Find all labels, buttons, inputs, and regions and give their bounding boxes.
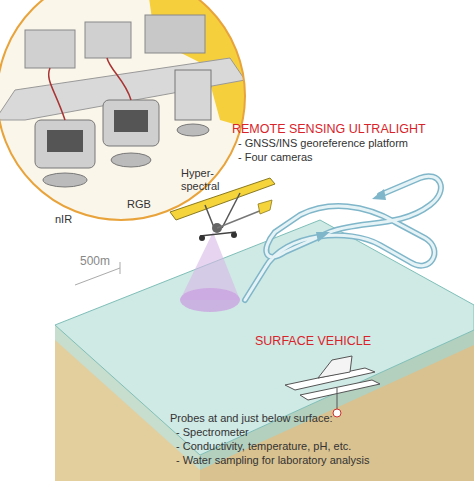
path-arrow bbox=[372, 189, 386, 200]
probe-heading: Probes at and just below surface: bbox=[170, 412, 333, 425]
probe-item: - Conductivity, temperature, pH, etc. bbox=[176, 440, 351, 453]
camera-label: RGB bbox=[127, 198, 151, 211]
dimension-tick bbox=[120, 262, 121, 274]
path-arrow bbox=[316, 232, 330, 242]
vehicle-title: SURFACE VEHICLE bbox=[255, 334, 371, 348]
probe-item: - Water sampling for laboratory analysis bbox=[176, 454, 369, 467]
vehicle-title: REMOTE SENSING ULTRALIGHT bbox=[232, 122, 426, 136]
feature-item: - Four cameras bbox=[238, 151, 313, 164]
surface-vehicle bbox=[285, 356, 380, 417]
camera-inset: nIRRGBHyper-spectral bbox=[0, 0, 247, 222]
dimension: 500m bbox=[80, 255, 110, 268]
dimension-line bbox=[75, 268, 120, 285]
feature-item: - GNSS/INS georeference platform bbox=[238, 137, 408, 150]
camera-label: nIR bbox=[55, 213, 72, 226]
camera-label: Hyper-spectral bbox=[181, 167, 233, 193]
probe-item: - Spectrometer bbox=[176, 426, 249, 439]
flight-path bbox=[245, 176, 441, 300]
footprint bbox=[180, 288, 240, 312]
flight-path-inner bbox=[245, 176, 441, 300]
